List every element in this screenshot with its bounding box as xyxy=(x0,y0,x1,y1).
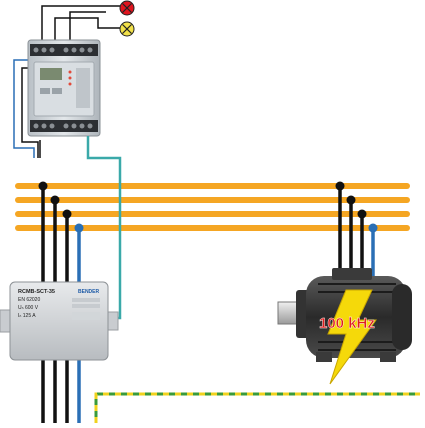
frequency-label: 100 kHz xyxy=(319,315,375,332)
tap-points-left xyxy=(38,181,84,233)
ct-brand: BENDER xyxy=(78,289,100,295)
monitoring-device xyxy=(27,39,101,137)
busbar-1 xyxy=(15,183,410,189)
ct-model: RCMB-SCT-35 xyxy=(18,289,55,295)
interference-lightning-icon xyxy=(327,289,377,385)
ct-voltage: Uₙ 600 V xyxy=(18,305,39,311)
ct-current: Iₙ 125 A xyxy=(18,313,36,319)
warning-lamp xyxy=(119,21,135,37)
busbar-4 xyxy=(15,225,410,231)
device-button-2[interactable] xyxy=(52,88,62,94)
tap-points-right xyxy=(335,181,378,233)
current-transformer: RCMB-SCT-35 BENDER EN 62020 Uₙ 600 V Iₙ … xyxy=(0,281,119,361)
ct-standard: EN 62020 xyxy=(18,297,40,303)
lamp-wiring xyxy=(41,5,120,45)
busbar-2 xyxy=(15,197,410,203)
alarm-lamp xyxy=(119,0,135,16)
busbar-group xyxy=(15,183,410,231)
protective-earth xyxy=(94,392,420,423)
device-button[interactable] xyxy=(40,88,50,94)
supply-wiring xyxy=(13,59,41,158)
device-display xyxy=(40,68,62,80)
busbar-3 xyxy=(15,211,410,217)
